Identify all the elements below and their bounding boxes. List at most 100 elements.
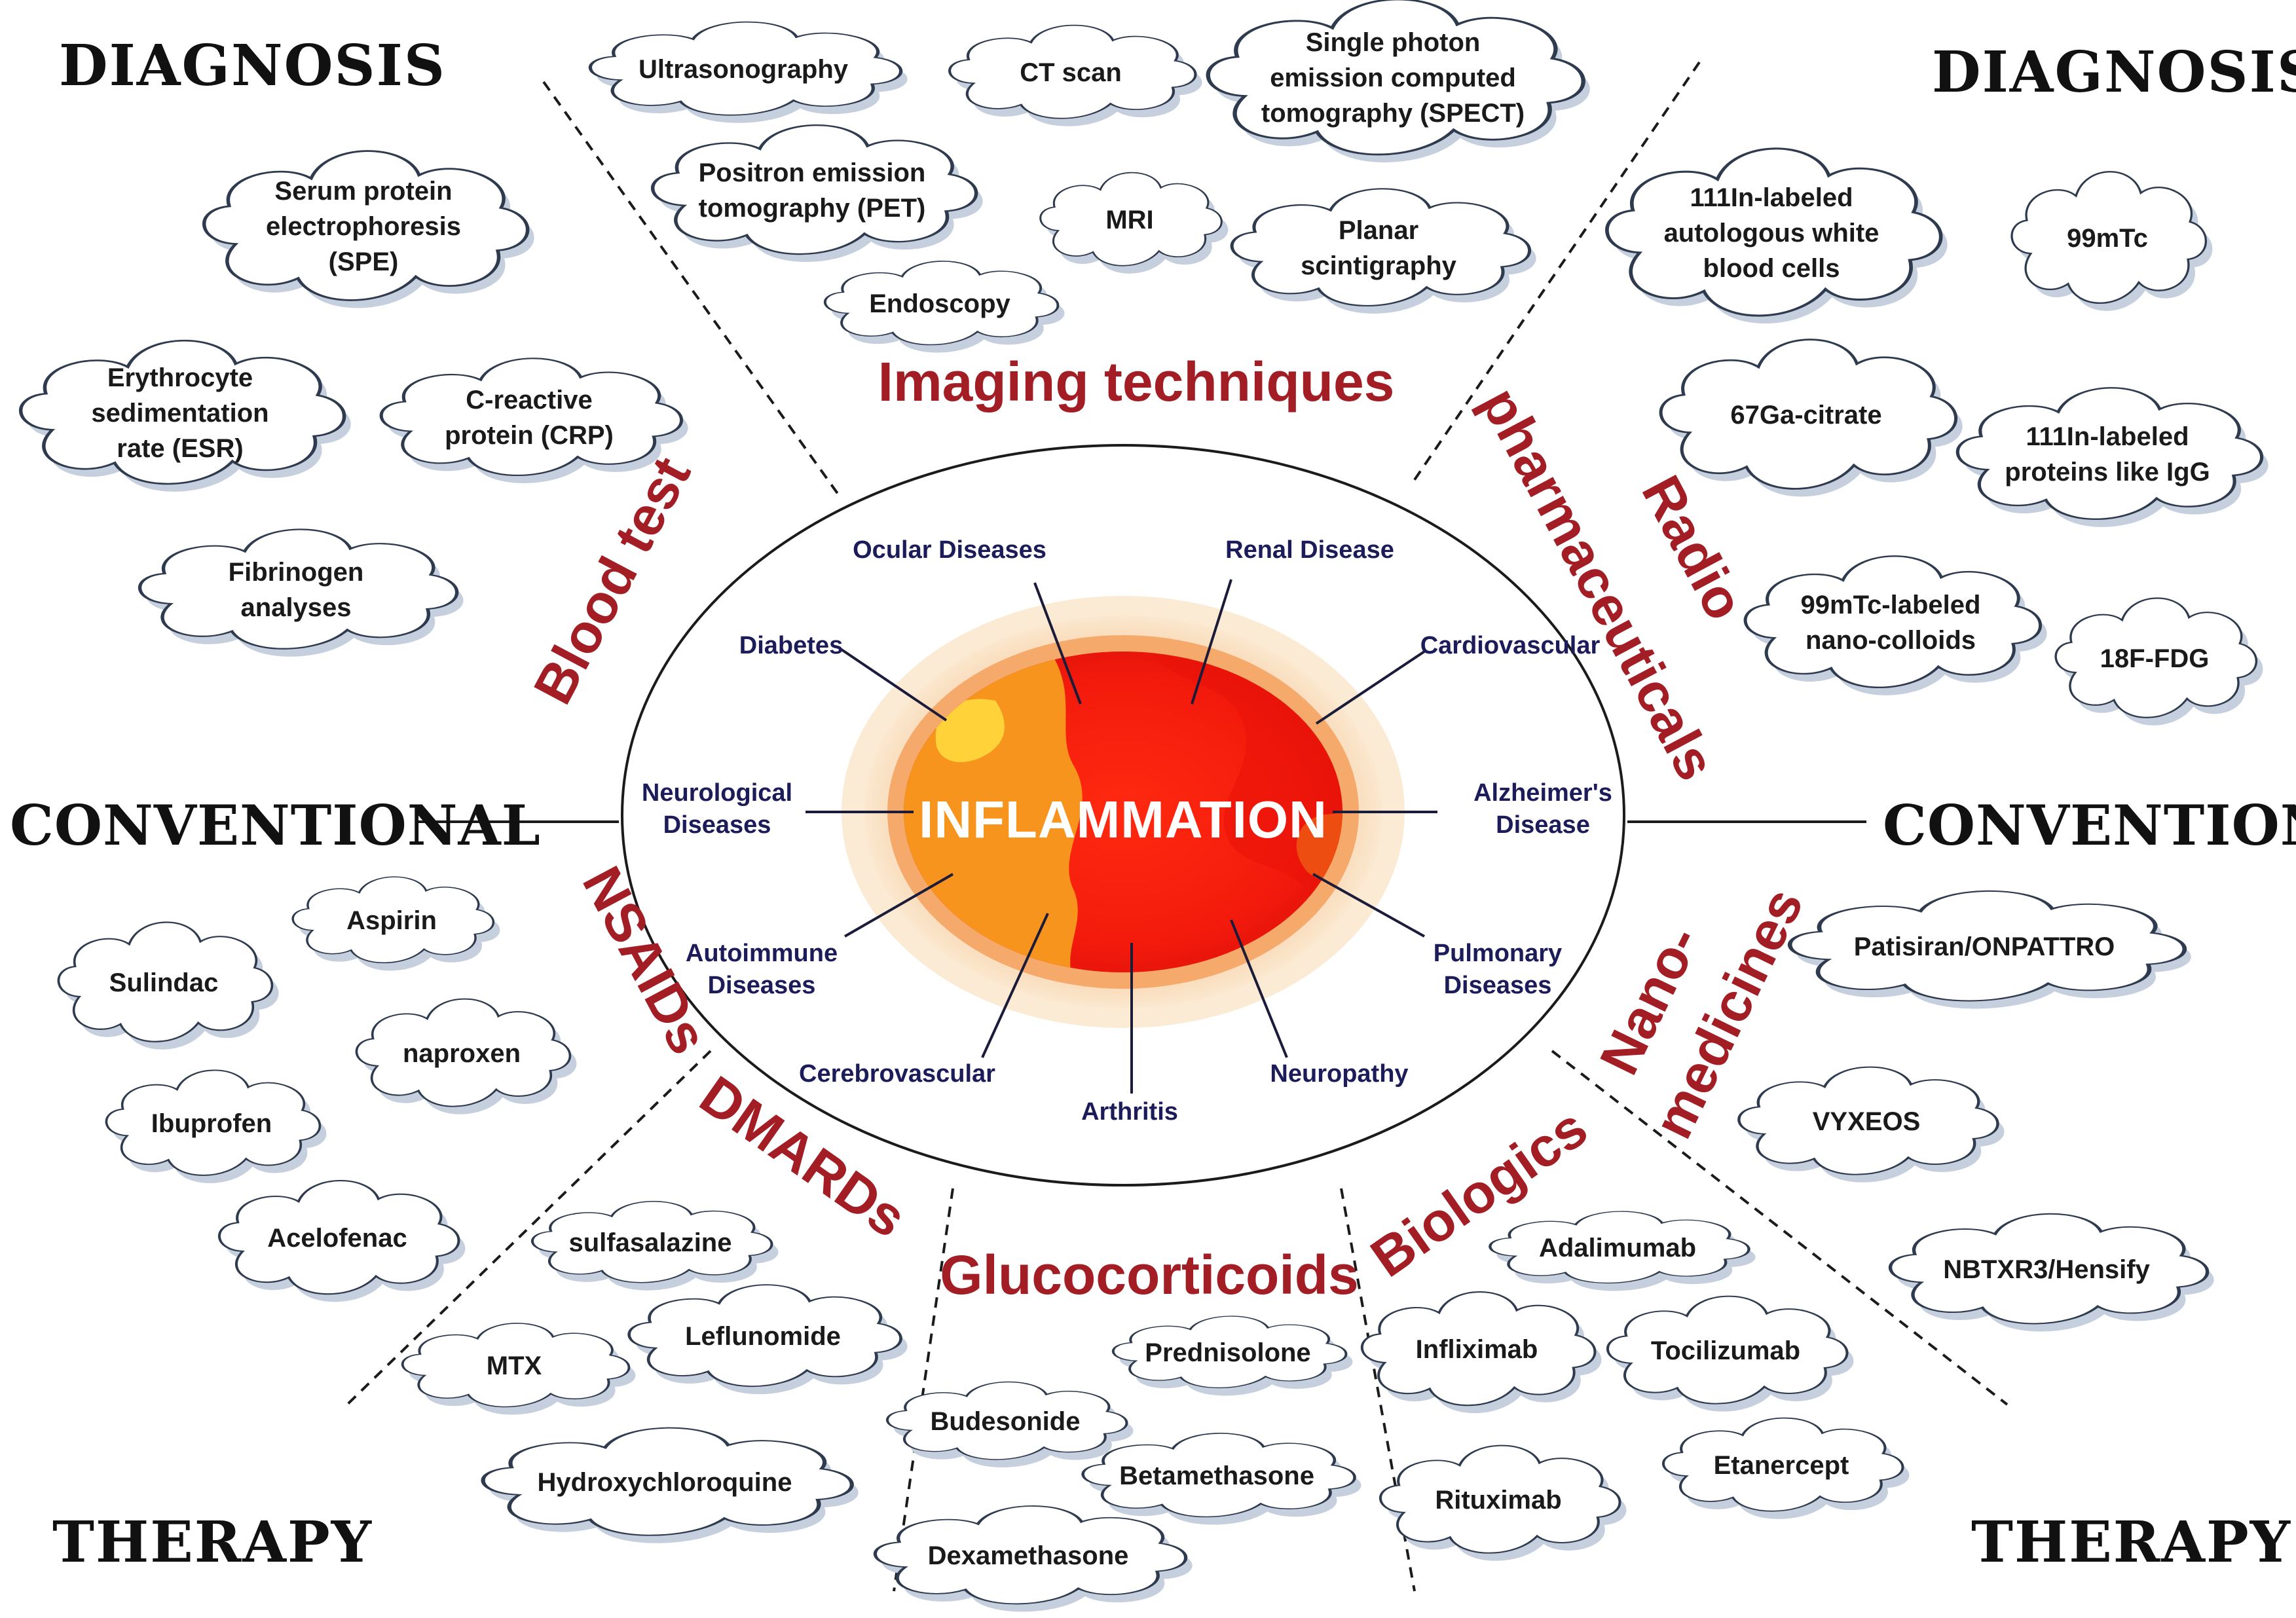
cloud-sulfasalazine: sulfasalazine (532, 1202, 779, 1291)
category-imaging-techniques: Imaging techniques (878, 351, 1395, 413)
disease-autoimmune-line2: Diseases (708, 972, 816, 999)
cloud-label: Tocilizumab (1651, 1336, 1800, 1365)
cloud-acelofenac: Acelofenac (219, 1181, 466, 1302)
heading-diagnosis-right: DIAGNOSIS (1932, 39, 2296, 105)
spoke-renal (1191, 579, 1232, 705)
spoke-autoimmune (844, 873, 954, 938)
cloud-label: Ultrasonography (639, 55, 849, 84)
corner-headings: DIAGNOSIS DIAGNOSIS CONVENTIONAL CONVENT… (10, 33, 2296, 1575)
cloud-label: Ibuprofen (151, 1109, 272, 1138)
disease-pulmonary-line1: Pulmonary (1434, 940, 1562, 967)
cloud-label: MRI (1105, 206, 1153, 234)
cloud-label: Budesonide (931, 1407, 1081, 1436)
disease-pulmonary-line2: Diseases (1444, 972, 1552, 999)
divider-bottom-right (1551, 1050, 2009, 1406)
spoke-ocular (1033, 582, 1082, 705)
spoke-diabetes (838, 647, 948, 722)
category-glucocorticoids: Glucocorticoids (940, 1244, 1358, 1306)
cloud-label: 67Ga-citrate (1730, 401, 1881, 430)
inflammation-yellow-patch (935, 699, 1005, 762)
cloud-label: Infliximab (1416, 1335, 1538, 1364)
cloud-label: rate (ESR) (117, 434, 243, 463)
cloud-label: Serum protein (274, 177, 452, 206)
divider-top-left (542, 81, 840, 496)
cloud-label: autologous white (1664, 219, 1879, 248)
cloud-label: electrophoresis (266, 212, 461, 241)
cloud-sulindac: Sulindac (58, 922, 278, 1049)
cloud-dexamethasone: Dexamethasone (875, 1506, 1192, 1611)
disease-spokes (805, 579, 1437, 1094)
cloud-label: Prednisolone (1145, 1338, 1310, 1367)
heading-therapy-left: THERAPY (52, 1509, 373, 1575)
cloud-label: Sulindac (109, 968, 219, 997)
cloud-patisiran-onpattro: Patisiran/ONPATTRO (1790, 891, 2191, 1009)
cloud-label: analyses (240, 593, 351, 622)
cloud-label: protein (CRP) (445, 421, 614, 450)
cloud-label: Dexamethasone (928, 1541, 1129, 1570)
heading-conventional-right: CONVENTIONAL (1883, 793, 2296, 858)
cloud-rituximab: Rituximab (1380, 1446, 1627, 1561)
disease-alzheimers-line1: Alzheimer's (1473, 779, 1612, 807)
spoke-neuropathy (1230, 919, 1288, 1058)
cloud-label: 99mTc (2067, 224, 2148, 253)
cloud-adalimumab: Adalimumab (1490, 1211, 1755, 1291)
cloud-label: Rituximab (1435, 1486, 1561, 1515)
cloud-label: CT scan (1020, 58, 1122, 87)
disease-alzheimers-line2: Disease (1496, 811, 1590, 839)
cloud-shape (1232, 189, 1529, 306)
spoke-cardiovascular (1315, 650, 1426, 725)
cloud-label: sulfasalazine (568, 1228, 731, 1257)
cloud-prednisolone: Prednisolone (1113, 1316, 1353, 1395)
cloud-99mtc: 99mTc (2012, 172, 2212, 311)
cloud-mri: MRI (1041, 173, 1229, 274)
cloud-ibuprofen: Ibuprofen (106, 1070, 326, 1183)
cloud-shape (381, 358, 681, 475)
cloud-label: Adalimumab (1539, 1234, 1696, 1262)
disease-neurological-line2: Diseases (663, 811, 771, 839)
cloud-label: MTX (487, 1351, 542, 1380)
cloud-label: Positron emission (699, 158, 926, 187)
disease-labels: Ocular Diseases Renal Disease Diabetes C… (642, 536, 1612, 1126)
cloud-label: 111In-labeled (2026, 422, 2189, 451)
cloud-label: VYXEOS (1813, 1107, 1921, 1136)
cloud-label: Betamethasone (1119, 1462, 1314, 1490)
cloud-shape (653, 125, 976, 254)
cloud-111in-labeled-autologous-white-blood-cells: 111In-labeled autologous white blood cells (1607, 149, 1948, 323)
divider-bottom-center-right (1340, 1188, 1416, 1592)
cloud-label: Leflunomide (685, 1322, 841, 1351)
disease-ocular: Ocular Diseases (853, 536, 1046, 564)
cloud-label: 111In-labeled (1690, 183, 1853, 212)
cloud-c-reactive-protein-crp: C-reactive protein (CRP) (381, 358, 688, 483)
cloud-label: scintigraphy (1301, 251, 1457, 280)
cloud-ultrasonography: Ultrasonography (590, 22, 907, 123)
cloud-label: 18F-FDG (2100, 644, 2210, 673)
spoke-cerebrovascular (981, 913, 1049, 1058)
cloud-label: Endoscopy (869, 289, 1010, 318)
cloud-shape (140, 529, 457, 648)
inflammation-dark-streak (1153, 655, 1342, 963)
cloud-label: blood cells (1703, 254, 1840, 283)
cloud-label: sedimentation (91, 399, 268, 428)
section-dividers (343, 61, 2009, 1592)
cloud-budesonide: Budesonide (887, 1382, 1134, 1467)
cloud-naproxen: naproxen (356, 999, 576, 1114)
category-radio-line1: Radio (1630, 466, 1756, 629)
cloud-label: NBTXR3/Hensify (1943, 1255, 2150, 1284)
divider-bottom-center-left (893, 1188, 954, 1592)
disease-autoimmune-line1: Autoimmune (686, 940, 838, 967)
cloud-label: C-reactive (466, 386, 592, 414)
cloud-label: Erythrocyte (107, 363, 253, 392)
cloud-18f-fdg: 18F-FDG (2056, 598, 2263, 725)
cloud-tocilizumab: Tocilizumab (1608, 1296, 1854, 1412)
spoke-pulmonary (1312, 873, 1425, 938)
cloud-label: Fibrinogen (229, 558, 364, 587)
cloud-vyxeos: VYXEOS (1739, 1067, 2004, 1183)
cloud-label: naproxen (403, 1039, 521, 1068)
cloud-label: Planar (1339, 216, 1418, 245)
cloud-label: tomography (SPECT) (1261, 99, 1525, 128)
cloud-label: nano-colloids (1805, 626, 1976, 655)
